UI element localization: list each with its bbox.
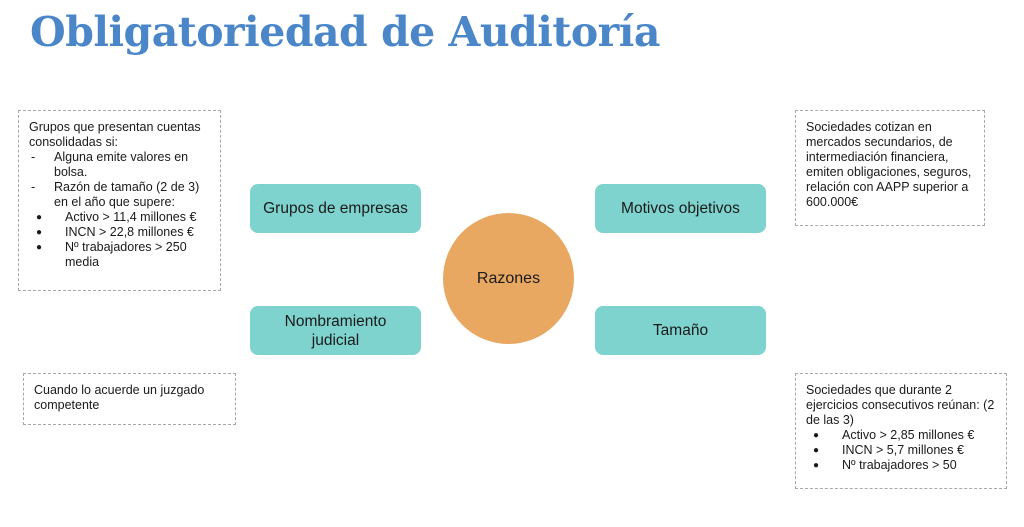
note-grupos-dash-list: Alguna emite valores en bolsa. Razón de …: [29, 150, 210, 210]
page-title: Obligatoriedad de Auditoría: [30, 8, 660, 56]
list-item: Activo > 11,4 millones €: [29, 210, 210, 225]
note-grupos: Grupos que presentan cuentas consolidada…: [18, 110, 221, 291]
list-item: INCN > 5,7 millones €: [806, 443, 996, 458]
note-tamano-intro: Sociedades que durante 2 ejercicios cons…: [806, 383, 995, 427]
node-grupos-de-empresas: Grupos de empresas: [250, 184, 421, 233]
note-motivos-text: Sociedades cotizan en mercados secundari…: [806, 120, 972, 209]
list-item: Alguna emite valores en bolsa.: [29, 150, 210, 180]
node-motivos-objetivos: Motivos objetivos: [595, 184, 766, 233]
note-nombramiento-text: Cuando lo acuerde un juzgado competente: [34, 383, 205, 412]
list-item: INCN > 22,8 millones €: [29, 225, 210, 240]
note-motivos: Sociedades cotizan en mercados secundari…: [795, 110, 985, 226]
list-item: Nº trabajadores > 250 media: [29, 240, 210, 270]
note-grupos-intro: Grupos que presentan cuentas consolidada…: [29, 120, 201, 149]
list-item: Razón de tamaño (2 de 3) en el año que s…: [29, 180, 210, 210]
list-item: Nº trabajadores > 50: [806, 458, 996, 473]
list-item: Activo > 2,85 millones €: [806, 428, 996, 443]
note-nombramiento: Cuando lo acuerde un juzgado competente: [23, 373, 236, 425]
note-grupos-bullet-list: Activo > 11,4 millones € INCN > 22,8 mil…: [29, 210, 210, 270]
note-tamano-bullet-list: Activo > 2,85 millones € INCN > 5,7 mill…: [806, 428, 996, 473]
note-tamano: Sociedades que durante 2 ejercicios cons…: [795, 373, 1007, 489]
center-node-razones: Razones: [443, 213, 574, 344]
node-tamano: Tamaño: [595, 306, 766, 355]
node-nombramiento-judicial: Nombramiento judicial: [250, 306, 421, 355]
